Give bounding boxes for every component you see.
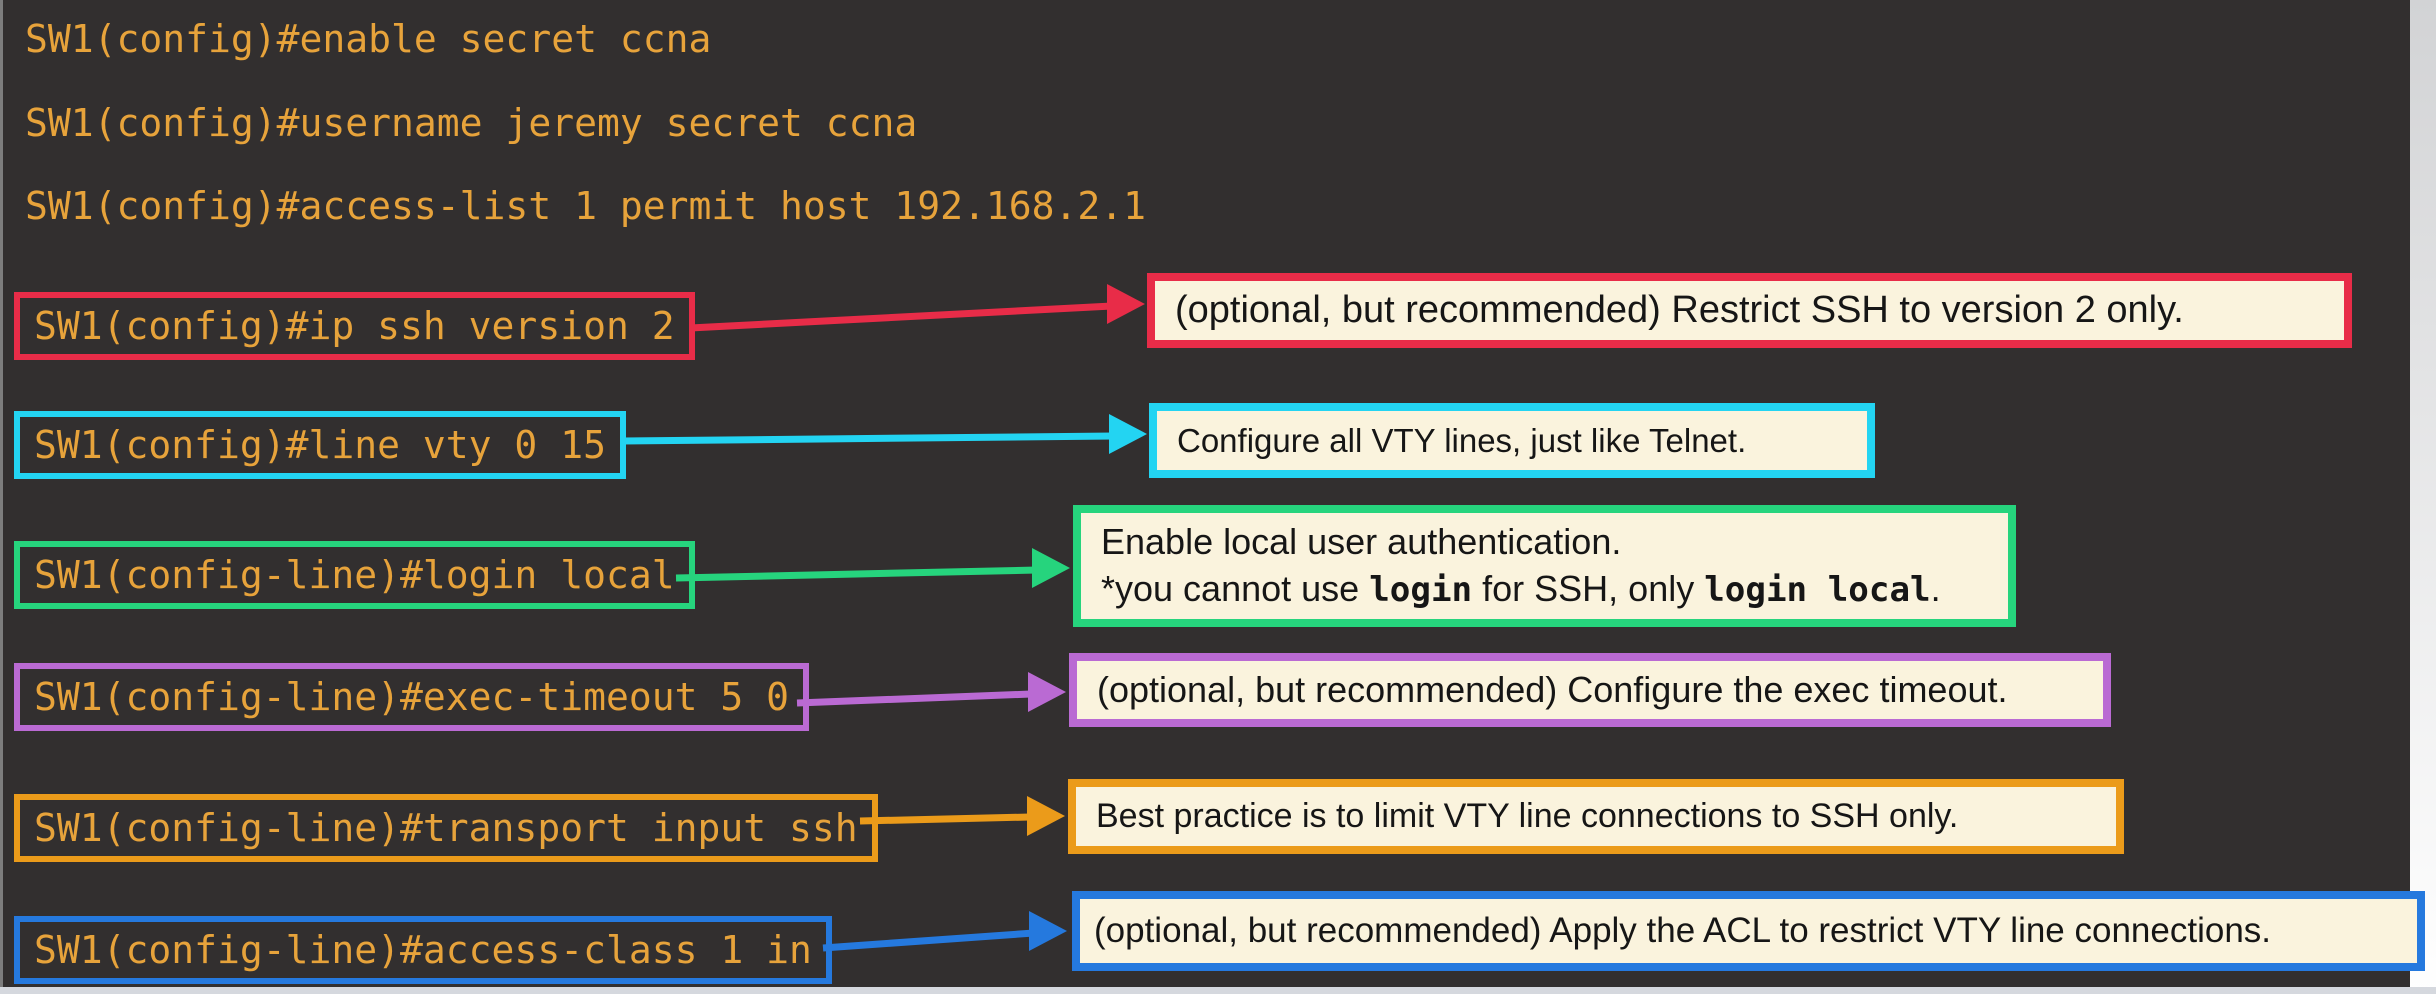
inline-code-login-local: login local xyxy=(1704,570,1931,610)
arrow-line-line-vty xyxy=(621,432,1115,445)
callout-text: (optional, but recommended) Configure th… xyxy=(1097,669,2008,710)
right-edge-strip xyxy=(2410,0,2436,994)
callout-access-class: (optional, but recommended) Apply the AC… xyxy=(1072,891,2425,971)
arrow-line-access-class xyxy=(822,929,1035,952)
terminal-command-username-secret: SW1(config)#username jeremy secret ccna xyxy=(25,101,918,145)
callout-text: Best practice is to limit VTY line conne… xyxy=(1096,797,1959,835)
callout-text-line1: Enable local user authentication. xyxy=(1101,521,1622,562)
arrow-head-access-class xyxy=(1029,911,1067,951)
bottom-edge-strip xyxy=(0,987,2436,994)
arrow-line-ssh-version xyxy=(689,302,1113,332)
callout-text: Configure all VTY lines, just like Telne… xyxy=(1177,421,1747,459)
inline-code-login: login xyxy=(1369,570,1473,610)
terminal-command-access-list: SW1(config)#access-list 1 permit host 19… xyxy=(25,184,1147,228)
callout-exec-timeout: (optional, but recommended) Configure th… xyxy=(1069,653,2111,727)
command-box-line-vty: SW1(config)#line vty 0 15 xyxy=(14,411,626,479)
callout-login-local: Enable local user authentication. *you c… xyxy=(1073,505,2016,627)
callout-transport-input: Best practice is to limit VTY line conne… xyxy=(1068,779,2124,854)
left-edge-strip xyxy=(0,0,3,994)
callout-text: (optional, but recommended) Restrict SSH… xyxy=(1175,289,2184,331)
command-box-ip-ssh-version: SW1(config)#ip ssh version 2 xyxy=(14,292,695,360)
arrow-head-ssh-version xyxy=(1107,284,1145,324)
arrow-head-exec-timeout xyxy=(1028,672,1066,712)
arrow-head-line-vty xyxy=(1109,414,1147,454)
arrow-line-transport-input xyxy=(859,813,1031,825)
terminal-command-enable-secret: SW1(config)#enable secret ccna xyxy=(25,17,712,61)
callout-text: (optional, but recommended) Apply the AC… xyxy=(1094,911,2272,950)
command-box-exec-timeout: SW1(config-line)#exec-timeout 5 0 xyxy=(14,663,809,731)
arrow-head-login-local xyxy=(1032,548,1070,588)
callout-line-vty: Configure all VTY lines, just like Telne… xyxy=(1149,403,1875,478)
callout-text-line2: *you cannot use login for SSH, only logi… xyxy=(1101,568,1941,610)
arrow-line-exec-timeout xyxy=(796,690,1032,707)
arrow-line-login-local xyxy=(675,566,1038,582)
callout-ssh-version: (optional, but recommended) Restrict SSH… xyxy=(1147,273,2352,348)
command-box-access-class: SW1(config-line)#access-class 1 in xyxy=(14,916,832,984)
command-box-transport-input-ssh: SW1(config-line)#transport input ssh xyxy=(14,794,878,862)
arrow-head-transport-input xyxy=(1027,796,1065,836)
